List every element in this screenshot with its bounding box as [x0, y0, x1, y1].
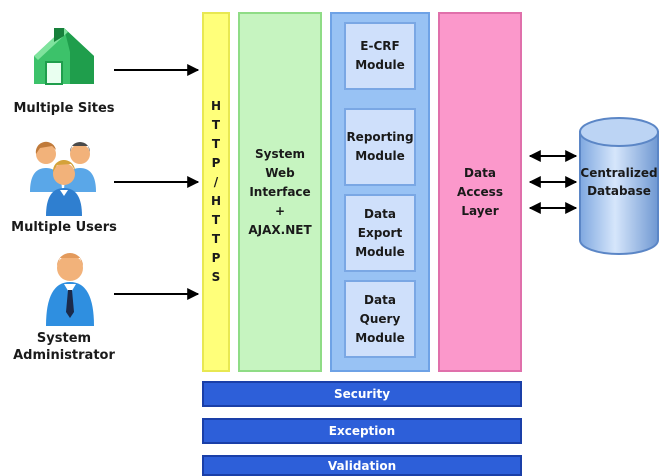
label-line: Database [587, 184, 651, 198]
label-line: Access [457, 184, 503, 199]
label-line: Data [364, 206, 396, 221]
actor-label-multiple-sites: Multiple Sites [13, 101, 115, 116]
data-access-layer: Data Access Layer [438, 12, 522, 372]
users-group-icon [30, 141, 96, 216]
actor-label-multiple-users: Multiple Users [11, 220, 117, 235]
house-icon [34, 28, 94, 85]
http-letter: H [210, 194, 222, 208]
validation-bar: Validation [202, 455, 522, 476]
exception-bar: Exception [202, 418, 522, 444]
label-line: Module [355, 149, 405, 163]
system-web-interface-layer: System Web Interface + AJAX.NET [238, 12, 322, 372]
label-line: Layer [461, 203, 499, 218]
http-letter: T [211, 137, 221, 151]
label-line: Query [359, 311, 401, 326]
http-letter: T [211, 232, 221, 246]
http-https-layer: H T T P / H T T P S [202, 12, 230, 372]
web-interface-label: System Web Interface + AJAX.NET [248, 145, 311, 240]
http-https-label: H T T P / H T T P S [211, 97, 221, 287]
http-letter: T [211, 213, 221, 227]
database-label: Centralized Database [578, 164, 660, 200]
module-data-export: Data Export Module [344, 194, 416, 272]
label-line: Data [464, 165, 496, 180]
data-access-label: Data Access Layer [457, 164, 503, 221]
label-line: Export [357, 225, 403, 240]
label-line: AJAX.NET [248, 222, 312, 237]
label-line: Module [355, 330, 405, 345]
http-letter: H [210, 99, 222, 113]
label-line: Module [355, 58, 405, 72]
module-data-query: Data Query Module [344, 280, 416, 358]
label-line: Data [364, 292, 396, 307]
administrator-icon [46, 253, 94, 326]
module-ecrf: E-CRF Module [344, 22, 416, 90]
module-reporting: Reporting Module [344, 108, 416, 186]
label-line: Administrator [13, 348, 115, 363]
database-cylinder-icon [579, 117, 659, 255]
http-letter: S [211, 270, 221, 284]
label-line: Interface [249, 184, 311, 199]
http-letter: P [211, 251, 221, 265]
http-letter: P [211, 156, 221, 170]
label-line: System [36, 331, 92, 346]
actor-label-system-administrator: System Administrator [0, 330, 128, 364]
security-bar: Security [202, 381, 522, 407]
label-line: Module [355, 244, 405, 259]
label-line: Reporting [346, 130, 414, 144]
label-line: System [255, 146, 305, 161]
label-line: Centralized [580, 166, 658, 180]
http-letter: T [211, 118, 221, 132]
label-line: + [274, 203, 286, 218]
label-line: Web [265, 165, 295, 180]
label-line: E-CRF [360, 39, 400, 53]
http-letter: / [213, 175, 219, 189]
